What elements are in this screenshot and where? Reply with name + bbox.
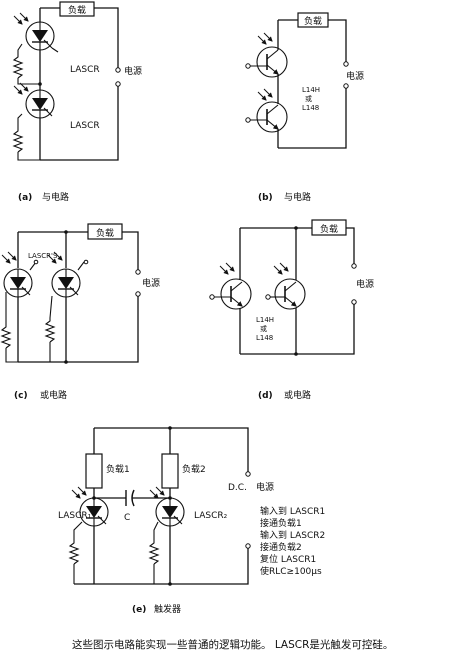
lascr2-label: LASCR₂ [194,511,228,521]
footer-caption: 这些图示电路能实现一些普通的逻辑功能。 LASCR是光触发可控硅。 [72,638,393,651]
lascr2-e [155,497,185,527]
tr-label-b2: 或 [305,94,312,103]
dc-label: D.C. [228,483,247,493]
lascr-c1 [3,268,33,298]
caption-letter-b: (b) [258,193,273,203]
circuit-c: 负载 LASCR'S 电源 (c) 或电路 [1,223,160,401]
load-label-b: 负载 [304,15,322,27]
circuit-a: 负载 LASCR LASCR 电源 (a) 与电路 [13,1,142,203]
phototransistor-d2 [275,279,305,309]
light-arrows-a1 [14,13,28,24]
lascr-c2 [51,268,81,298]
phototransistor-b2 [257,102,287,132]
load-label-a: 负载 [68,4,86,16]
phototransistor-b1 [257,47,287,77]
load1-label: 负载1 [106,463,130,475]
supply-label-d: 电源 [356,278,374,290]
lascr-bottom-a [25,89,55,119]
circuit-b: 负载 L14H 或 L148 电源 (b) 与电路 [245,12,364,203]
note-line-1: 输入到 LASCR1 [260,505,325,517]
load-label-d: 负载 [320,223,338,235]
caption-text-b: 与电路 [284,191,311,203]
lascrs-label-c: LASCR'S [28,252,58,260]
tr-label-d2: 或 [260,324,267,333]
note-line-4: 接通负载2 [260,541,302,553]
load-label-c: 负载 [96,227,114,239]
supply-label-c: 电源 [142,277,160,289]
light-arrows-e1 [72,487,86,498]
light-arrows-b2 [258,89,272,100]
note-line-2: 接通负载1 [260,517,302,529]
caption-text-a: 与电路 [42,191,69,203]
note-line-3: 输入到 LASCR2 [260,529,325,541]
caption-text-c: 或电路 [40,389,67,401]
caption-text-d: 或电路 [284,389,311,401]
circuit-d: 负载 L14H 或 L148 电源 (d) 或电路 [209,219,374,401]
caption-letter-c: (c) [14,391,28,401]
supply-label-e: 电源 [256,481,274,493]
lascr-label-a1: LASCR [70,65,100,75]
supply-label-a: 电源 [124,65,142,77]
note-line-6: 使RLC≥100μs [260,565,322,577]
caption-text-e: 触发器 [154,603,181,615]
caption-letter-e: (e) [132,605,146,615]
light-arrows-c1 [2,252,16,263]
supply-label-b: 电源 [346,70,364,82]
tr-label-b1: L14H [302,86,320,94]
tr-label-b3: L148 [302,104,319,112]
tr-label-d3: L148 [256,334,273,342]
light-arrows-e2 [150,487,164,498]
caption-letter-d: (d) [258,391,273,401]
tr-label-d1: L14H [256,316,274,324]
light-arrows-d1 [220,263,234,274]
load1-box [85,453,103,489]
lascr-label-a2: LASCR [70,121,100,131]
capacitor-label: C [124,513,130,523]
load-box-a [59,1,95,17]
circuit-e: 负载1 C 负载2 LASCR₁ LASCR₂ D.C. 电源 [58,426,325,615]
light-arrows-a2 [14,83,28,94]
light-arrows-d2 [274,263,288,274]
load2-box [161,453,179,489]
phototransistor-d1 [221,279,251,309]
note-line-5: 复位 LASCR1 [260,553,316,565]
light-arrows-b1 [258,33,272,44]
load2-label: 负载2 [182,463,206,475]
lascr-top-a [25,21,55,51]
caption-letter-a: (a) [18,193,32,203]
lascr1-label: LASCR₁ [58,511,92,521]
